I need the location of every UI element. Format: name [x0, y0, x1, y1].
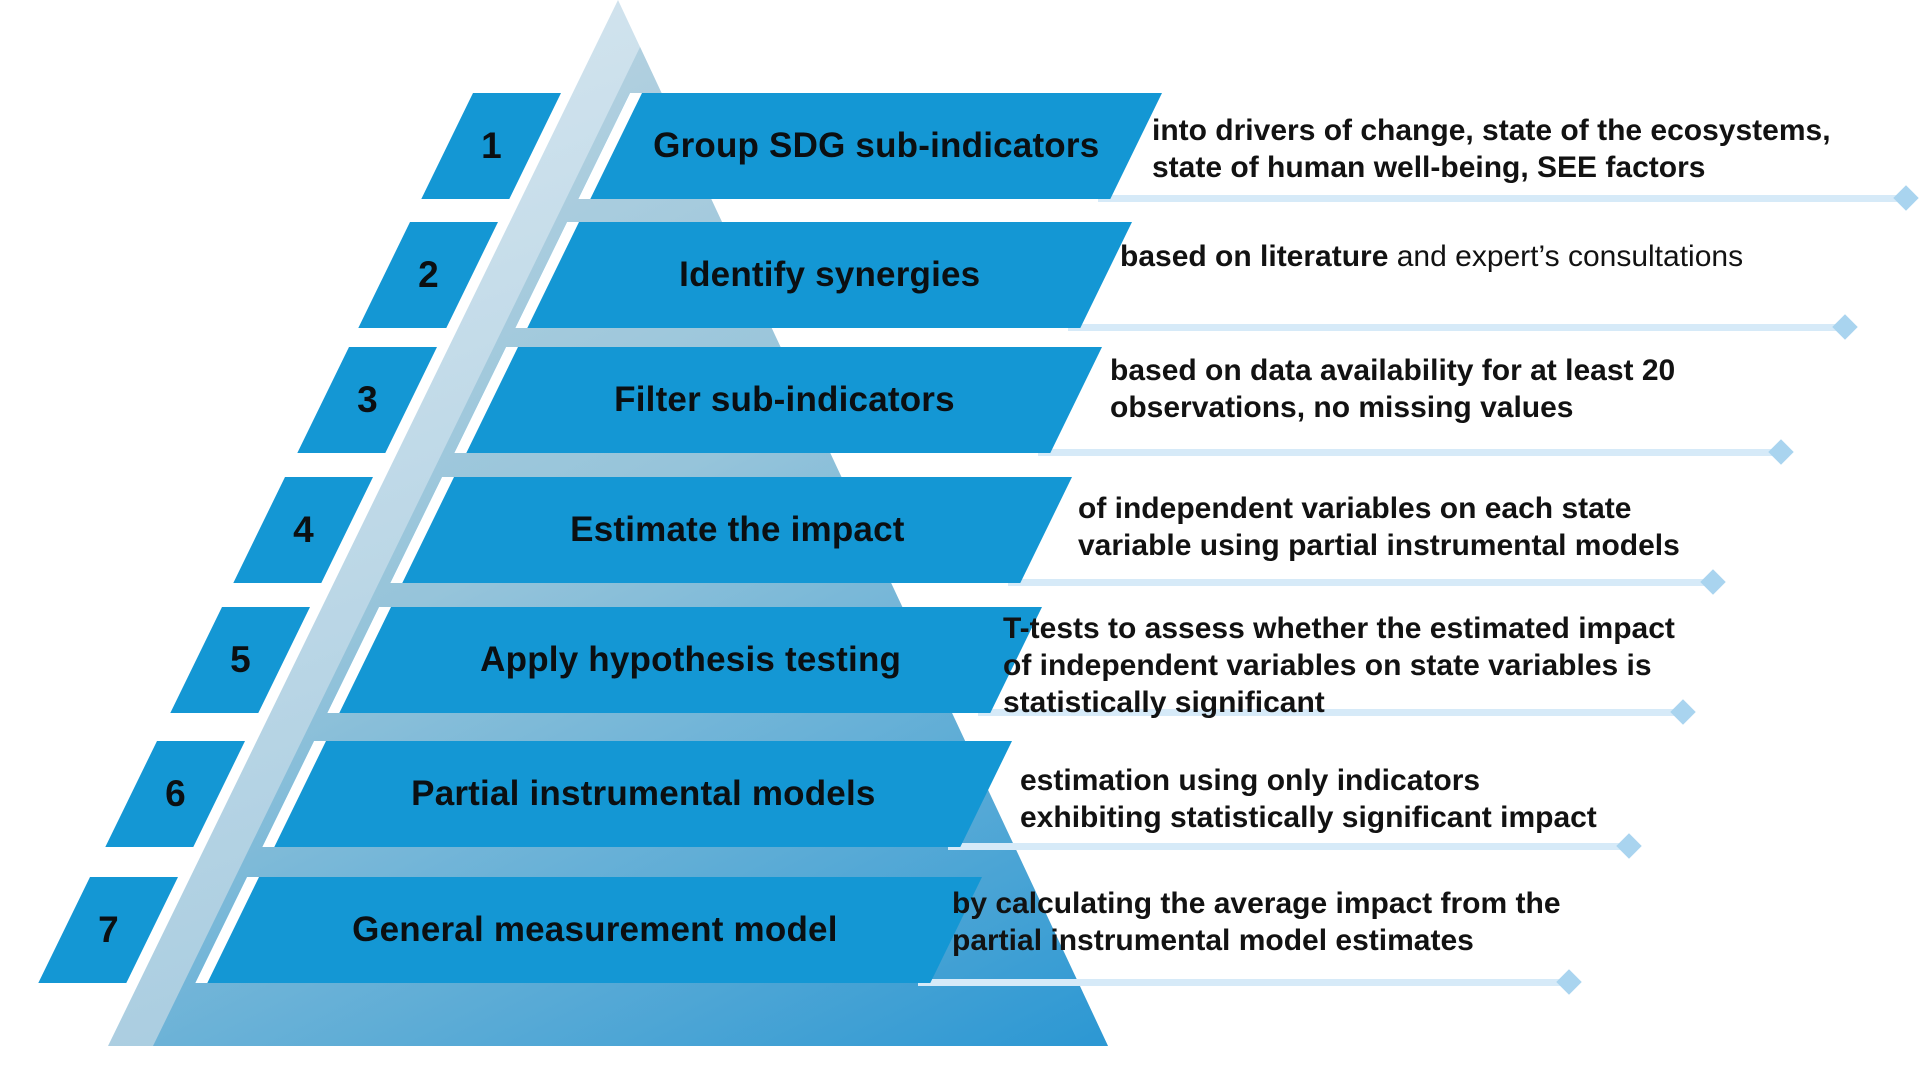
step-description: into drivers of change, state of the eco…	[1152, 112, 1831, 186]
connector-line	[948, 833, 1642, 859]
description-line: state of human well-being, SEE factors	[1152, 151, 1706, 184]
description-line: by calculating the average impact from t…	[952, 887, 1561, 920]
step-bar: General measurement model	[195, 877, 982, 983]
description-line: T-tests to assess whether the estimated …	[1003, 612, 1675, 645]
step-label: Estimate the impact	[569, 510, 905, 549]
step-label: Partial instrumental models	[410, 774, 876, 813]
connector-line	[1098, 185, 1919, 211]
step-label: Filter sub-indicators	[613, 380, 955, 419]
connector-line	[978, 699, 1696, 725]
step-description: T-tests to assess whether the estimated …	[1003, 610, 1675, 721]
connector-line	[1008, 569, 1726, 595]
step-bar: Apply hypothesis testing	[327, 607, 1042, 713]
description-line: of independent variables on each state	[1078, 492, 1632, 525]
description-line: estimation using only indicators	[1020, 764, 1481, 797]
description-line: partial instrumental model estimates	[952, 924, 1474, 957]
step-number: 2	[417, 254, 439, 295]
description-regular-part: and expert’s consultations	[1388, 240, 1744, 273]
description-line: variable using partial instrumental mode…	[1078, 529, 1680, 562]
connector-line	[918, 969, 1582, 995]
step-label: Apply hypothesis testing	[480, 640, 902, 679]
step-description: estimation using only indicators exhibit…	[1020, 762, 1597, 836]
description-line: based on data availability for at least …	[1110, 354, 1676, 387]
step-number: 5	[229, 639, 251, 680]
step-bar: Identify synergies	[515, 222, 1132, 328]
step-description: by calculating the average impact from t…	[952, 885, 1561, 959]
description-bold-part: based on literature	[1120, 240, 1389, 273]
step-label: Identify synergies	[679, 255, 981, 294]
step-bar: Group SDG sub-indicators	[578, 93, 1162, 199]
step-number: 7	[97, 909, 119, 950]
step-bar: Filter sub-indicators	[454, 347, 1102, 453]
step-bar: Estimate the impact	[390, 477, 1072, 583]
description-line: statistically significant	[1003, 686, 1325, 719]
step-label: General measurement model	[351, 910, 838, 949]
step-description: based on data availability for at least …	[1110, 352, 1675, 426]
step-description: of independent variables on each state v…	[1078, 490, 1680, 564]
connector-line	[1068, 314, 1858, 340]
step-number: 3	[356, 379, 378, 420]
step-label: Group SDG sub-indicators	[653, 126, 1100, 165]
description-line: of independent variables on state variab…	[1003, 649, 1652, 682]
description-line: based on literature and expert’s consult…	[1120, 238, 1743, 275]
description-line: exhibiting statistically significant imp…	[1020, 801, 1597, 834]
connector-line	[1038, 439, 1794, 465]
step-number: 6	[164, 773, 186, 814]
description-line: observations, no missing values	[1110, 391, 1574, 424]
step-bar: Partial instrumental models	[262, 741, 1012, 847]
step-number: 1	[480, 125, 502, 166]
step-number: 4	[292, 509, 314, 550]
description-line: into drivers of change, state of the eco…	[1152, 114, 1831, 147]
step-description: based on literature and expert’s consult…	[1120, 238, 1743, 275]
